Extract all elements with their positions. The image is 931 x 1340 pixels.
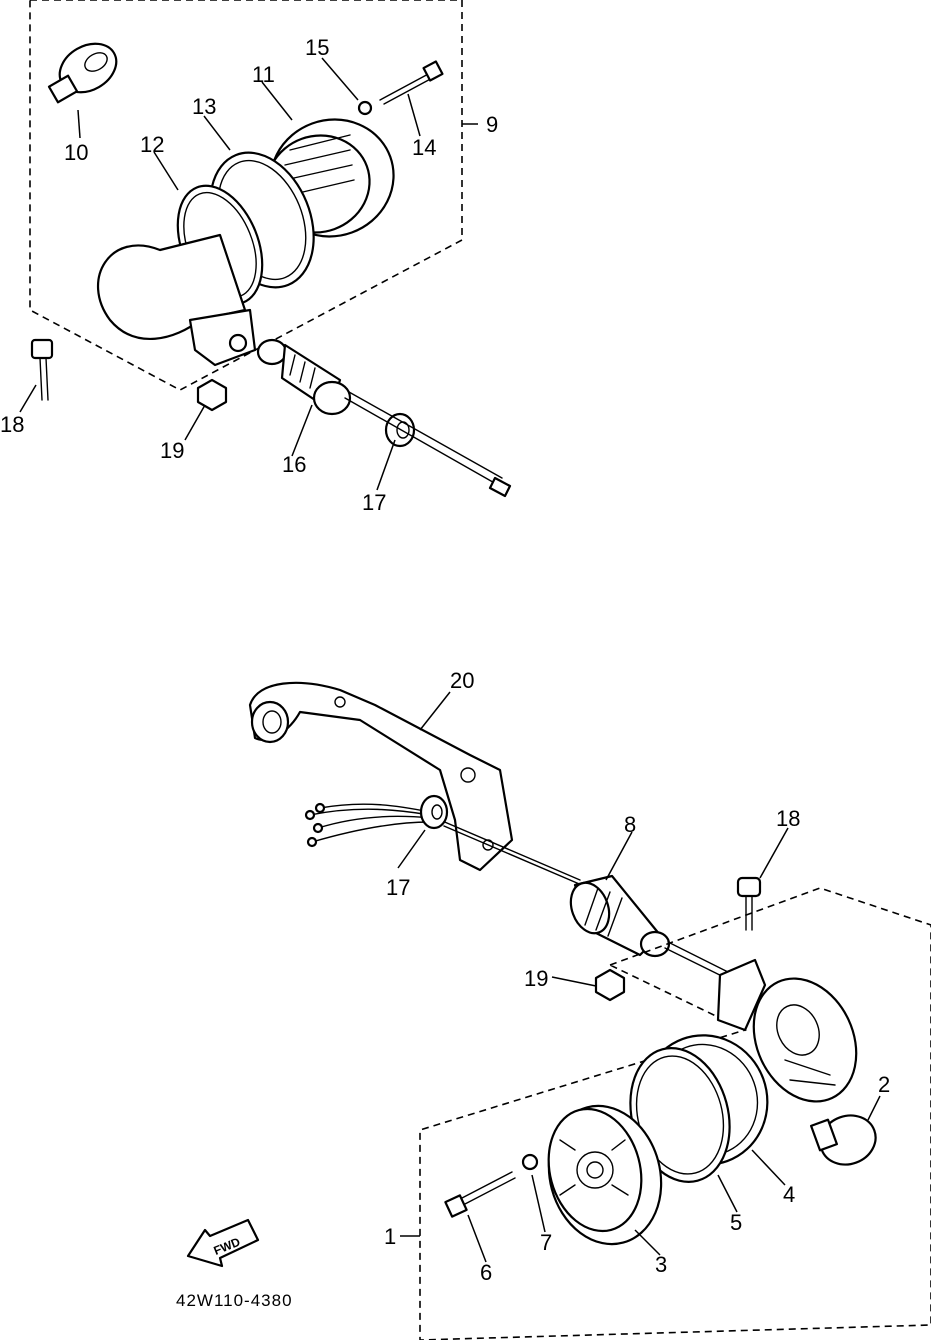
callout-16: 16 bbox=[282, 452, 306, 477]
callout-8: 8 bbox=[624, 812, 636, 837]
washer-7 bbox=[521, 1153, 539, 1171]
grommet-17-bottom bbox=[419, 794, 449, 830]
callout-1: 1 bbox=[384, 1224, 396, 1249]
stalk-8 bbox=[569, 874, 743, 986]
callout-9: 9 bbox=[486, 112, 498, 137]
diagram-code: 42W110-4380 bbox=[176, 1291, 293, 1310]
bulb-10 bbox=[47, 42, 118, 104]
callout-4: 4 bbox=[783, 1182, 795, 1207]
callout-17-top: 17 bbox=[362, 490, 386, 515]
callout-20: 20 bbox=[450, 668, 474, 693]
screw-18-bottom bbox=[736, 876, 762, 931]
bracket-20 bbox=[248, 681, 514, 872]
nut-19-bottom bbox=[594, 968, 626, 1002]
wire-harness bbox=[304, 802, 585, 887]
callout-5: 5 bbox=[730, 1210, 742, 1235]
housing bbox=[97, 233, 257, 367]
callout-7: 7 bbox=[540, 1230, 552, 1255]
callout-14: 14 bbox=[412, 135, 436, 160]
bulb-2 bbox=[809, 1114, 877, 1166]
screw-14 bbox=[379, 60, 444, 105]
lens-3 bbox=[547, 1104, 663, 1246]
callout-18-top: 18 bbox=[0, 412, 24, 437]
screw-6 bbox=[444, 1171, 516, 1218]
stalk-16 bbox=[256, 338, 352, 416]
callout-10: 10 bbox=[64, 140, 88, 165]
nut-19-top bbox=[196, 378, 228, 412]
callout-19-top: 19 bbox=[160, 438, 184, 463]
callout-15: 15 bbox=[305, 35, 329, 60]
screw-18-top bbox=[30, 338, 54, 401]
callout-11: 11 bbox=[252, 62, 275, 87]
callout-13: 13 bbox=[192, 94, 216, 119]
callout-19-bottom: 19 bbox=[524, 966, 548, 991]
washer-15 bbox=[357, 100, 373, 116]
callout-labels: 10 12 13 11 15 14 9 18 19 16 17 20 17 8 … bbox=[0, 35, 890, 1310]
callout-6: 6 bbox=[480, 1260, 492, 1285]
bottom-assembly: FWD bbox=[186, 681, 931, 1340]
callout-3: 3 bbox=[655, 1252, 667, 1277]
top-assembly bbox=[19, 0, 512, 498]
fwd-arrow: FWD bbox=[186, 1218, 260, 1268]
callout-12: 12 bbox=[140, 132, 164, 157]
assembly-9-boundary bbox=[29, 0, 463, 391]
callout-18-bottom: 18 bbox=[776, 806, 800, 831]
callout-2: 2 bbox=[878, 1072, 890, 1097]
callout-17-bottom: 17 bbox=[386, 875, 410, 900]
housing-bottom bbox=[716, 958, 858, 1103]
